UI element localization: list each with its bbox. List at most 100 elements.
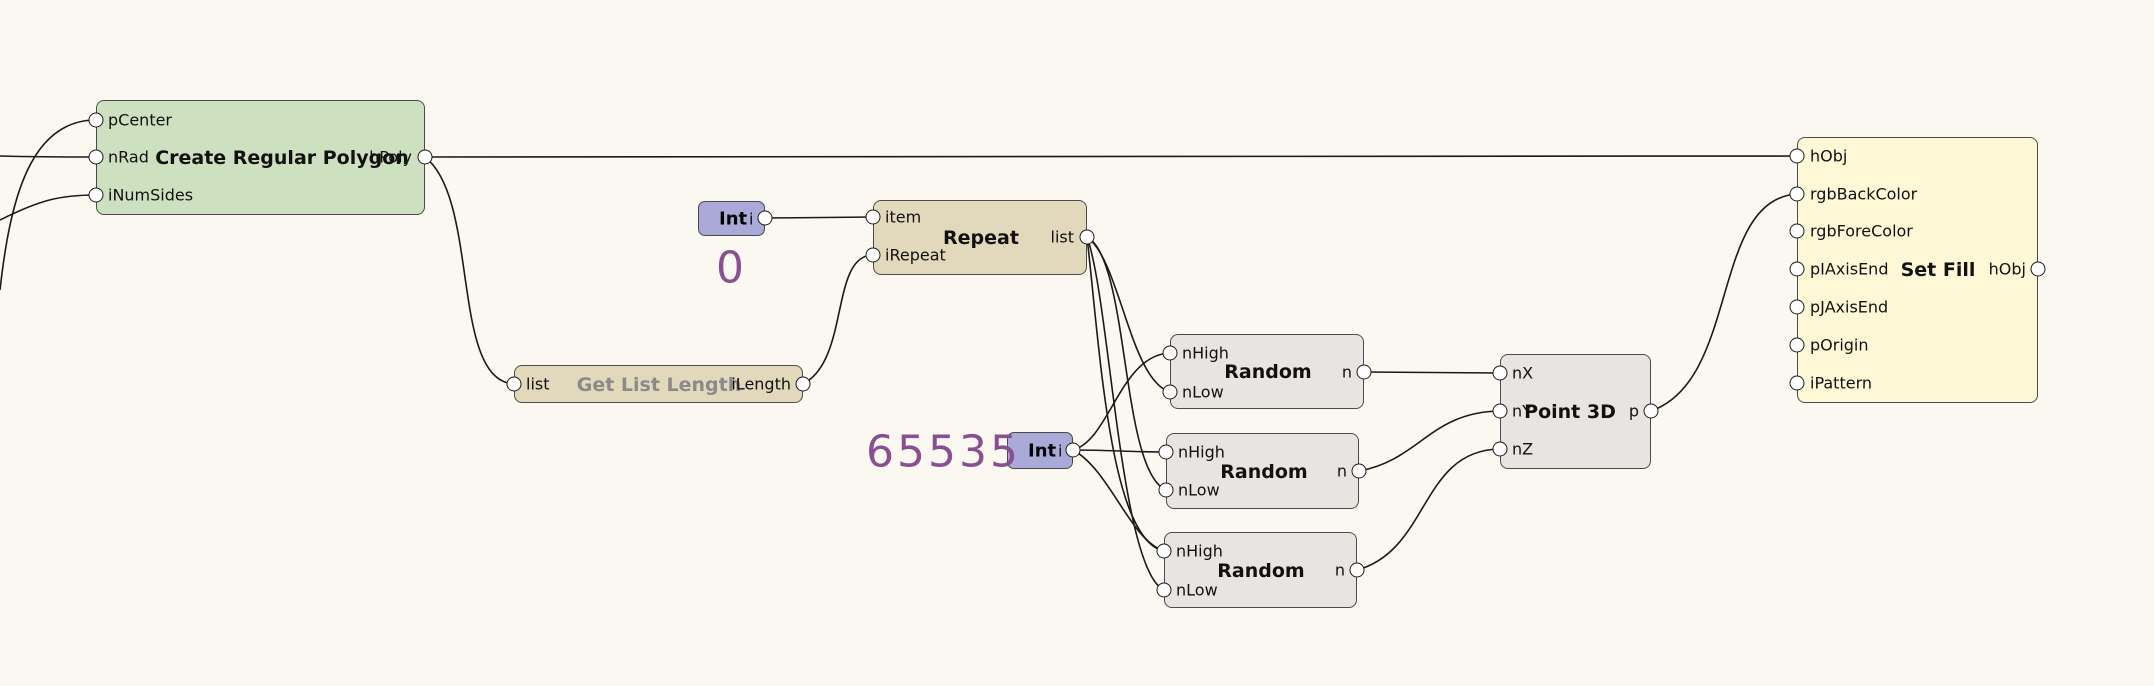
- ipattern-label: iPattern: [1810, 373, 1873, 393]
- irepeat-label: iRepeat: [885, 245, 946, 265]
- p-output-label: p: [1628, 401, 1639, 421]
- rgbbackcolor-port[interactable]: [1789, 186, 1805, 202]
- rgbforecolor-label: rgbForeColor: [1810, 221, 1913, 241]
- repeat-node[interactable]: Repeat: [873, 200, 1087, 275]
- wire-list-to-nlow-3: [1086, 236, 1165, 591]
- wire-hpoly-to-hobj: [424, 155, 1798, 158]
- wire-list-to-nhigh-3: [1086, 236, 1165, 552]
- nrad-port[interactable]: [88, 149, 104, 165]
- item-label: item: [885, 207, 922, 227]
- ilength-port[interactable]: [795, 376, 811, 392]
- i-output-port[interactable]: [757, 210, 773, 226]
- hobj-output-label: hObj: [1988, 259, 2026, 279]
- pcenter-port[interactable]: [88, 112, 104, 128]
- node-title: Random: [1220, 461, 1308, 483]
- porigin-label: pOrigin: [1810, 335, 1869, 355]
- nhigh-port[interactable]: [1162, 345, 1178, 361]
- wire-rand2-to-ny: [1358, 410, 1501, 472]
- list-output-label: list: [1050, 227, 1075, 247]
- i-output-label: i: [1058, 441, 1063, 461]
- int-value-65535[interactable]: 65535: [866, 426, 1021, 478]
- ipattern-port[interactable]: [1789, 375, 1805, 391]
- nhigh-port[interactable]: [1156, 543, 1172, 559]
- list-input-port[interactable]: [506, 376, 522, 392]
- irepeat-port[interactable]: [865, 247, 881, 263]
- random-node-2[interactable]: Random: [1166, 433, 1359, 509]
- nlow-label: nLow: [1176, 580, 1218, 600]
- nhigh-label: nHigh: [1176, 541, 1223, 561]
- n-output-port[interactable]: [1351, 463, 1367, 479]
- item-port[interactable]: [865, 209, 881, 225]
- wire-int0-to-item: [764, 216, 874, 219]
- hobj-input-port[interactable]: [1789, 148, 1805, 164]
- nrad-label: nRad: [108, 147, 149, 167]
- nhigh-label: nHigh: [1182, 343, 1229, 363]
- wire-ilength-to-irepeat: [802, 254, 874, 385]
- i-output-port[interactable]: [1065, 442, 1081, 458]
- nz-label: nZ: [1512, 439, 1534, 459]
- hpoly-port[interactable]: [417, 149, 433, 165]
- node-title-disabled: Get List Length: [576, 374, 742, 396]
- rgbbackcolor-label: rgbBackColor: [1810, 184, 1918, 204]
- nlow-port[interactable]: [1162, 384, 1178, 400]
- point-3d-node[interactable]: Point 3D: [1500, 354, 1651, 469]
- i-output-label: i: [749, 209, 754, 229]
- wire-offscreen-to-pcenter: [0, 119, 97, 291]
- node-title: Create Regular Polygon: [155, 147, 409, 169]
- node-title: Int: [1028, 440, 1057, 462]
- node-title: Random: [1224, 361, 1312, 383]
- int-value-0[interactable]: 0: [716, 242, 747, 294]
- create-regular-polygon-node[interactable]: Create Regular Polygon: [96, 100, 425, 215]
- random-node-1[interactable]: Random: [1170, 334, 1364, 409]
- int-node-65535[interactable]: Int i: [1007, 432, 1073, 469]
- nlow-label: nLow: [1182, 382, 1224, 402]
- list-input-label: list: [526, 374, 550, 394]
- n-output-port[interactable]: [1356, 364, 1372, 380]
- node-title: Random: [1217, 560, 1305, 582]
- nlow-port[interactable]: [1158, 482, 1174, 498]
- piaxisend-port[interactable]: [1789, 261, 1805, 277]
- wire-offscreen-to-nrad: [0, 155, 97, 158]
- nz-port[interactable]: [1492, 441, 1508, 457]
- inumsides-port[interactable]: [88, 187, 104, 203]
- wire-int65535-to-nhigh-2: [1072, 449, 1167, 453]
- n-output-label: n: [1336, 461, 1347, 481]
- n-output-port[interactable]: [1349, 562, 1365, 578]
- wire-int65535-to-nhigh-3b: [1072, 449, 1165, 552]
- get-list-length-node[interactable]: Get List Length: [514, 365, 803, 403]
- ny-port[interactable]: [1492, 403, 1508, 419]
- nhigh-label: nHigh: [1178, 442, 1225, 462]
- random-node-3[interactable]: Random: [1164, 532, 1357, 608]
- list-output-port[interactable]: [1079, 229, 1095, 245]
- node-title: Int: [719, 208, 748, 230]
- hobj-output-port[interactable]: [2030, 261, 2046, 277]
- hobj-input-label: hObj: [1810, 146, 1848, 166]
- wire-list-to-nlow-2: [1086, 236, 1167, 491]
- set-fill-node[interactable]: Set Fill: [1797, 137, 2038, 403]
- nlow-port[interactable]: [1156, 582, 1172, 598]
- nx-label: nX: [1512, 363, 1534, 383]
- node-title: Repeat: [943, 227, 1019, 249]
- pjaxisend-port[interactable]: [1789, 299, 1805, 315]
- rgbforecolor-port[interactable]: [1789, 223, 1805, 239]
- wire-hpoly-to-list: [424, 156, 515, 385]
- wire-int65535-to-nhigh-1: [1072, 352, 1171, 451]
- nx-port[interactable]: [1492, 365, 1508, 381]
- int-node-0[interactable]: Int i: [698, 201, 765, 236]
- n-output-label: n: [1341, 362, 1352, 382]
- pcenter-label: pCenter: [108, 110, 173, 130]
- pjaxisend-label: pJAxisEnd: [1810, 297, 1889, 317]
- porigin-port[interactable]: [1789, 337, 1805, 353]
- wire-rand3-to-nz: [1356, 448, 1501, 571]
- ilength-label: iLength: [731, 374, 791, 394]
- piaxisend-label: pIAxisEnd: [1810, 259, 1889, 279]
- wire-p-to-rgbbackcolor: [1650, 193, 1798, 412]
- inumsides-label: iNumSides: [108, 185, 194, 205]
- hpoly-label: hPoly: [369, 147, 412, 167]
- ny-label: nY: [1512, 401, 1532, 421]
- nhigh-port[interactable]: [1158, 444, 1174, 460]
- node-title: Point 3D: [1524, 401, 1616, 423]
- wire-offscreen-to-inumsides: [0, 194, 97, 221]
- p-output-port[interactable]: [1643, 403, 1659, 419]
